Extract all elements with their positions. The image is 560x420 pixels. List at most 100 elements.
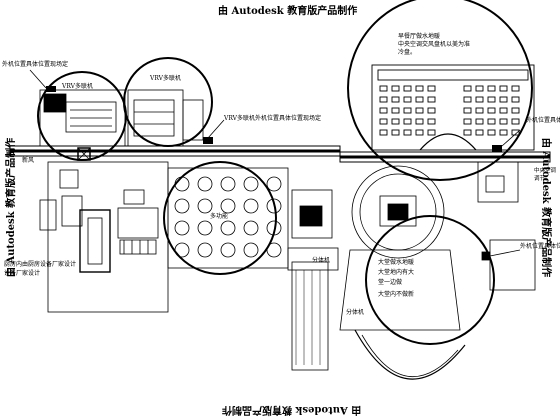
label-lobby-4: 大堂内不做新 [378,290,414,298]
round-table [243,242,259,258]
round-table [220,176,236,192]
round-table [197,242,213,258]
seat [487,129,496,136]
seat [415,107,424,114]
seat [379,96,388,103]
seat [415,96,424,103]
label-lobby-3: 堂一边做 [378,278,402,286]
watermark-right: 由 Autodesk 教育版产品制作 [540,137,552,278]
round-table [243,220,259,236]
seat [403,118,412,125]
seat [427,85,436,92]
label-breakfast-1: 早餐厅做水地暖 [398,32,440,40]
seat [499,96,508,103]
round-table [220,198,236,214]
seat [475,96,484,103]
round-table [266,176,282,192]
label-side-cut2: 调节， [534,174,551,182]
round-table [197,220,213,236]
seat [379,118,388,125]
round-table [266,198,282,214]
seat [511,107,520,114]
seat [391,85,400,92]
label-split-a: 分体机 [312,256,330,264]
callout-circles [37,0,533,345]
seat [475,118,484,125]
seat [403,96,412,103]
seat [475,129,484,136]
seat [463,129,472,136]
label-kitchen-2: 设备厂家设计 [4,269,40,277]
label-side-cut: 中央空调 [534,166,557,174]
lobby-rotunda [339,165,466,380]
seat [415,129,424,136]
seat [403,107,412,114]
seat [487,107,496,114]
label-outdoor-right: 外机位置具体位置现场定 [526,116,560,124]
round-table [197,198,213,214]
label-outdoor-topleft: 外机位置具体位置现场定 [2,60,68,68]
seat [427,107,436,114]
round-table [243,198,259,214]
east-wing [477,161,536,291]
seat [379,107,388,114]
seat [511,129,520,136]
seat [391,118,400,125]
label-vrv-outdoor: VRV多联机外机位置具体位置现场定 [223,114,321,122]
seat [511,96,520,103]
label-breakfast-2: 中央空调交风盘机以美为准 [398,40,470,48]
seat [475,107,484,114]
seat [511,118,520,125]
label-split-b: 分体机 [346,308,364,316]
seat [379,129,388,136]
seat [487,85,496,92]
round-table [197,176,213,192]
outdoor-units [46,86,502,152]
banquet-hall [167,167,289,269]
seat [391,96,400,103]
seat [499,129,508,136]
watermark-bottom: 由 Autodesk 教育版产品制作 [222,404,362,415]
label-lobby-2: 大堂地内有大 [378,268,414,276]
seat [403,85,412,92]
label-vrv-left: VRV多联机 [61,82,93,90]
seat [475,85,484,92]
leader-lines [29,69,521,257]
seat [487,96,496,103]
round-table [220,220,236,236]
seat [427,129,436,136]
round-table [243,176,259,192]
seat [391,107,400,114]
seat [499,107,508,114]
round-table [174,198,190,214]
label-multi-func: 多功能 [210,212,228,220]
seat [487,118,496,125]
round-table [220,242,236,258]
seat [499,85,508,92]
seat [427,118,436,125]
seat [391,129,400,136]
label-outdoor-right2: 外机位置具体位置现场定 [520,242,560,250]
seat [499,118,508,125]
label-kitchen-1: 厨房内由厨房设备厂家设计 [4,260,76,268]
west-wing [39,161,169,313]
seat [463,85,472,92]
round-table [174,176,190,192]
seat [427,96,436,103]
seat [415,118,424,125]
central-core [287,189,339,371]
label-vrv-mid: VRV多联机 [149,74,181,82]
seat [379,85,388,92]
vrv-room-mid [127,89,204,147]
seat [403,129,412,136]
label-lobby-1: 大堂做水地暖 [378,258,414,266]
label-breakfast-3: 冷盘。 [398,48,416,56]
watermark-top: 由 Autodesk 教育版产品制作 [218,6,358,17]
seat [463,118,472,125]
round-table [174,220,190,236]
seat [511,85,520,92]
seat [463,107,472,114]
breakfast-hall [371,64,535,151]
watermark-left: 由 Autodesk 教育版产品制作 [6,137,18,278]
